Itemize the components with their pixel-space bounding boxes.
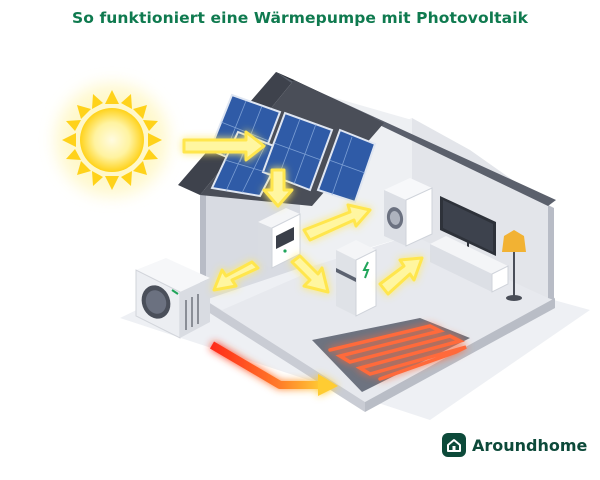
arrow-heatpump-to-floor-heating [209,341,338,396]
page-title: So funktioniert eine Wärmepumpe mit Phot… [71,9,529,27]
tv-cabinet [430,236,509,293]
arrow-sun-to-panels [182,130,266,162]
arrow-panels-to-inverter [262,168,294,208]
underfloor-heating [312,318,470,392]
sun-icon [56,84,168,196]
brand-logo[interactable]: Aroundhome [442,433,587,457]
arrow-inverter-to-heatpump [212,260,260,292]
house-icon [442,433,466,457]
heat-pump [135,258,210,339]
energy-flow-arrows [182,130,424,296]
washing-machine [384,178,433,247]
brand-name: Aroundhome [472,435,588,455]
battery-storage [336,240,377,317]
inverter [258,208,301,269]
arrow-inverter-to-washer [302,203,372,242]
floor-lamp-icon [502,230,526,301]
arrow-battery-to-tv [378,256,424,296]
arrow-inverter-to-battery [290,254,330,294]
